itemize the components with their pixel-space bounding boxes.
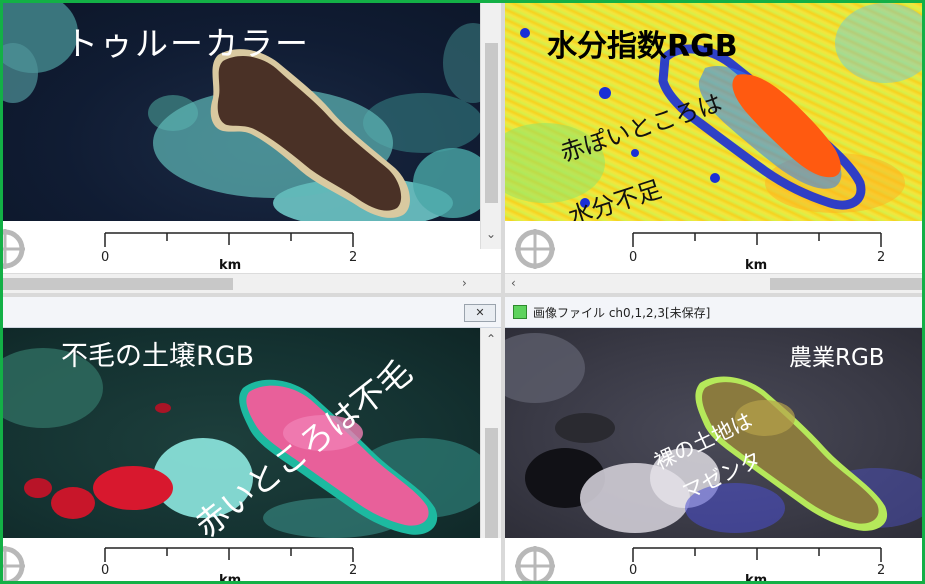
true-color-horizontal-scrollbar[interactable]: › [3, 273, 501, 293]
true-color-scalebar: 0 2 km [3, 221, 480, 273]
panel-barren-soil: ✕ 不毛の土壌RGB 赤いところは不毛 ⌃ [3, 297, 501, 584]
barren-soil-scalebar: 0 2 km [3, 538, 480, 584]
true-color-horizontal-scroll-thumb[interactable] [3, 278, 233, 290]
true-color-vertical-scroll-thumb[interactable] [485, 43, 498, 203]
agriculture-scale-svg: 0 2 km [515, 546, 885, 584]
agriculture-window-title: 画像ファイル ch0,1,2,3[未保存] [533, 306, 711, 320]
barren-soil-scale-svg: 0 2 km [3, 546, 357, 584]
scroll-down-arrow-icon[interactable]: ⌄ [486, 227, 497, 241]
agriculture-scalebar: 0 2 km [505, 538, 922, 584]
scale-tick-start: 0 [629, 250, 637, 265]
barren-soil-image [3, 328, 480, 538]
water-index-scale-svg: 0 2 km [515, 229, 885, 273]
panel-water-index: 水分指数RGB 赤ぽいところは 水分不足 0 2 km ‹ [505, 3, 922, 293]
barren-soil-island-svg [3, 348, 480, 538]
panel-agriculture: 画像ファイル ch0,1,2,3[未保存] 農業RGB 裸の土地は マゼンタ [505, 297, 922, 584]
barren-soil-titlebar: ✕ [3, 297, 501, 328]
scale-tick-end: 2 [349, 563, 357, 578]
scale-tick-start: 0 [629, 563, 637, 578]
scroll-left-arrow-icon[interactable]: ‹ [511, 276, 516, 290]
scale-tick-end: 2 [877, 563, 885, 578]
barren-soil-vertical-scrollbar[interactable]: ⌃ [480, 328, 501, 538]
close-button[interactable]: ✕ [464, 304, 496, 322]
panel-true-color: トゥルーカラー ⌄ 0 2 km › [3, 3, 501, 293]
true-color-scale-svg: 0 2 km [3, 229, 357, 273]
scale-tick-end: 2 [877, 250, 885, 265]
agriculture-titlebar[interactable]: 画像ファイル ch0,1,2,3[未保存] [505, 297, 922, 328]
true-color-island-svg [3, 3, 480, 221]
scroll-right-arrow-icon[interactable]: › [462, 276, 467, 290]
agriculture-island-svg [505, 333, 922, 533]
scale-unit: km [745, 258, 767, 273]
scale-tick-start: 0 [101, 563, 109, 578]
water-index-horizontal-scroll-thumb[interactable] [770, 278, 922, 290]
true-color-vertical-scrollbar[interactable]: ⌄ [480, 3, 501, 249]
scroll-up-arrow-icon[interactable]: ⌃ [486, 332, 497, 346]
agriculture-label: 農業RGB [789, 345, 885, 371]
image-file-icon [513, 305, 527, 319]
agriculture-image [505, 328, 922, 538]
scale-unit: km [219, 573, 241, 584]
water-index-island-svg [505, 3, 922, 213]
scale-unit: km [219, 258, 241, 273]
scale-unit: km [745, 573, 767, 584]
water-index-label: 水分指数RGB [547, 29, 738, 64]
scale-tick-start: 0 [101, 250, 109, 265]
true-color-image [3, 3, 480, 221]
true-color-label: トゥルーカラー [65, 24, 310, 63]
scale-tick-end: 2 [349, 250, 357, 265]
water-index-scalebar: 0 2 km [505, 221, 922, 273]
water-index-image [505, 3, 922, 221]
water-index-horizontal-scrollbar[interactable]: ‹ [505, 273, 922, 293]
barren-soil-label: 不毛の土壌RGB [61, 341, 255, 372]
barren-soil-vertical-scroll-thumb[interactable] [485, 428, 498, 538]
